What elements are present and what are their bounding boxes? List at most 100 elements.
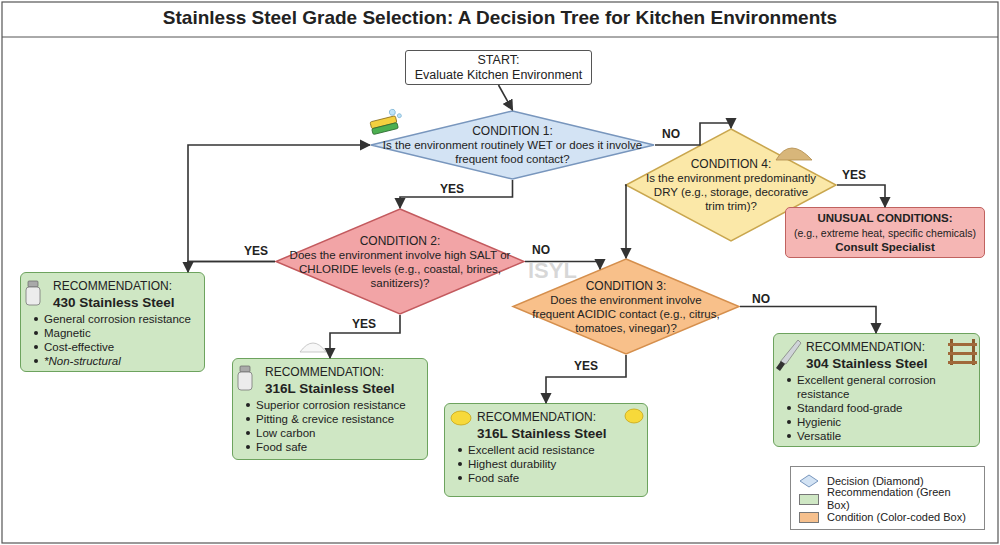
node-heading: CONDITION 4:: [691, 157, 772, 171]
node-text: 316L Stainless Steel: [265, 380, 421, 397]
shelf-board: [948, 343, 977, 346]
node-heading: UNUSUAL CONDITIONS:: [817, 211, 952, 226]
flow-arrow: [740, 307, 876, 334]
shelf-board: [948, 352, 977, 355]
node-text: Versatile: [786, 429, 945, 443]
start-box: START:Evaluate Kitchen Environment: [405, 50, 592, 85]
node-text: Cost-effective: [33, 340, 198, 354]
flow-arrow: [625, 185, 626, 258]
edge-label: YES: [244, 244, 268, 258]
edge-label: NO: [752, 292, 770, 306]
node-content: START:Evaluate Kitchen Environment: [406, 51, 591, 84]
legend-text: Recommendation (Green Box): [827, 486, 976, 512]
shelf-post: [972, 339, 975, 365]
node-text: Does the environment involve frequent AC…: [528, 293, 724, 335]
legend-row: Condition (Color-coded Box): [799, 508, 976, 526]
flow-arrow: [837, 185, 885, 207]
edge-label: YES: [440, 182, 464, 196]
shaker-cap: [28, 281, 38, 287]
salt-shaker-icon: [238, 366, 252, 390]
legend-swatch: [799, 512, 819, 523]
edge-label: NO: [662, 127, 680, 141]
node-heading: RECOMMENDATION:: [806, 340, 945, 355]
edge-label: YES: [574, 359, 598, 373]
salt-pile-icon: [300, 343, 326, 352]
node-heading: RECOMMENDATION:: [53, 279, 198, 294]
shelf-post: [950, 339, 953, 365]
diamond-outline: [275, 208, 525, 315]
legend-text: Decision (Diamond): [827, 475, 924, 488]
legend-text: Condition (Color-coded Box): [827, 511, 966, 524]
flow-arrow: [188, 145, 370, 262]
node-content: RECOMMENDATION:316L Stainless SteelSuper…: [233, 359, 427, 459]
node-text: Consult Specialist: [835, 240, 935, 255]
diamond-shape: [513, 259, 739, 354]
diamond-shape: [276, 209, 524, 314]
decision-diamond: CONDITION 2:Does the environment involve…: [275, 208, 525, 315]
node-text: Excellent acid resistance: [457, 443, 625, 457]
node-text: *Non-structural: [33, 354, 198, 368]
flow-arrow: [330, 315, 400, 358]
legend-box: Decision (Diamond)Recommendation (Green …: [790, 466, 985, 530]
node-content: CONDITION 1:Is the environment routinely…: [367, 110, 659, 180]
flow-arrow: [655, 123, 731, 145]
bubble: [397, 113, 402, 118]
node-content: RECOMMENDATION:316L Stainless SteelExcel…: [445, 404, 647, 496]
diamond-sample: [800, 475, 818, 487]
node-heading: CONDITION 2:: [360, 234, 441, 248]
node-content: UNUSUAL CONDITIONS:(e.g., extreme heat, …: [786, 208, 984, 257]
lemon-icon: [451, 411, 471, 425]
recommendation-box: RECOMMENDATION:316L Stainless SteelExcel…: [444, 403, 648, 497]
decision-diamond: CONDITION 1:Is the environment routinely…: [370, 110, 655, 180]
node-text: 430 Stainless Steel: [53, 294, 198, 311]
node-content: RECOMMENDATION:304 Stainless SteelExcell…: [774, 334, 979, 446]
node-text: Superior corrosion resistance: [245, 398, 421, 412]
node-heading: RECOMMENDATION:: [477, 410, 625, 425]
node-heading: RECOMMENDATION:: [265, 365, 421, 380]
title-rule: [2, 37, 998, 38]
sponge-icon: [368, 107, 404, 134]
specialist-box: UNUSUAL CONDITIONS:(e.g., extreme heat, …: [785, 207, 985, 258]
sand-pile-icon: [776, 148, 812, 160]
node-text: 316L Stainless Steel: [477, 425, 625, 442]
node-text: Highest durability: [457, 457, 625, 471]
node-text: Food safe: [457, 471, 625, 485]
shelf-icon: [948, 339, 977, 365]
node-text: Is the environment routinely WET or does…: [367, 138, 659, 166]
node-text: Pitting & crevice resistance: [245, 412, 421, 426]
node-text: Evaluate Kitchen Environment: [415, 68, 582, 83]
knife-handle: [776, 361, 785, 371]
node-content: CONDITION 2:Does the environment involve…: [287, 208, 513, 315]
flow-arrow: [499, 85, 513, 110]
node-heading: CONDITION 1:: [472, 124, 553, 138]
node-text: Hygienic: [786, 415, 945, 429]
edge-label: YES: [352, 317, 376, 331]
sponge-base: [372, 123, 399, 135]
legend-swatch: [799, 494, 819, 505]
flow-arrow: [188, 262, 275, 273]
node-text: Food safe: [245, 440, 421, 454]
sponge-top: [370, 116, 397, 129]
edge-label: YES: [842, 168, 866, 182]
lemon-icon: [625, 409, 643, 423]
shaker-body: [26, 287, 40, 305]
node-text: 304 Stainless Steel: [806, 355, 945, 372]
node-heading: CONDITION 3:: [586, 279, 667, 293]
flow-arrow: [400, 180, 513, 208]
edge-label: NO: [532, 243, 550, 257]
legend-row: Recommendation (Green Box): [799, 490, 976, 508]
diagram-title: Stainless Steel Grade Selection: A Decis…: [0, 6, 1000, 30]
flow-arrow: [546, 355, 626, 403]
node-text: Excellent general corrosion resistance: [786, 373, 945, 401]
node-text: Does the environment involve high SALT o…: [287, 248, 513, 290]
node-heading: START:: [478, 53, 520, 68]
shaker-body: [238, 372, 252, 390]
watermark: ISYL: [528, 258, 577, 284]
node-text: General corrosion resistance: [33, 312, 198, 326]
knife-icon: [776, 340, 801, 371]
bubble: [389, 109, 396, 116]
shelf-board: [948, 361, 977, 364]
node-text: Standard food-grade: [786, 401, 945, 415]
recommendation-box: RECOMMENDATION:304 Stainless SteelExcell…: [773, 333, 980, 447]
